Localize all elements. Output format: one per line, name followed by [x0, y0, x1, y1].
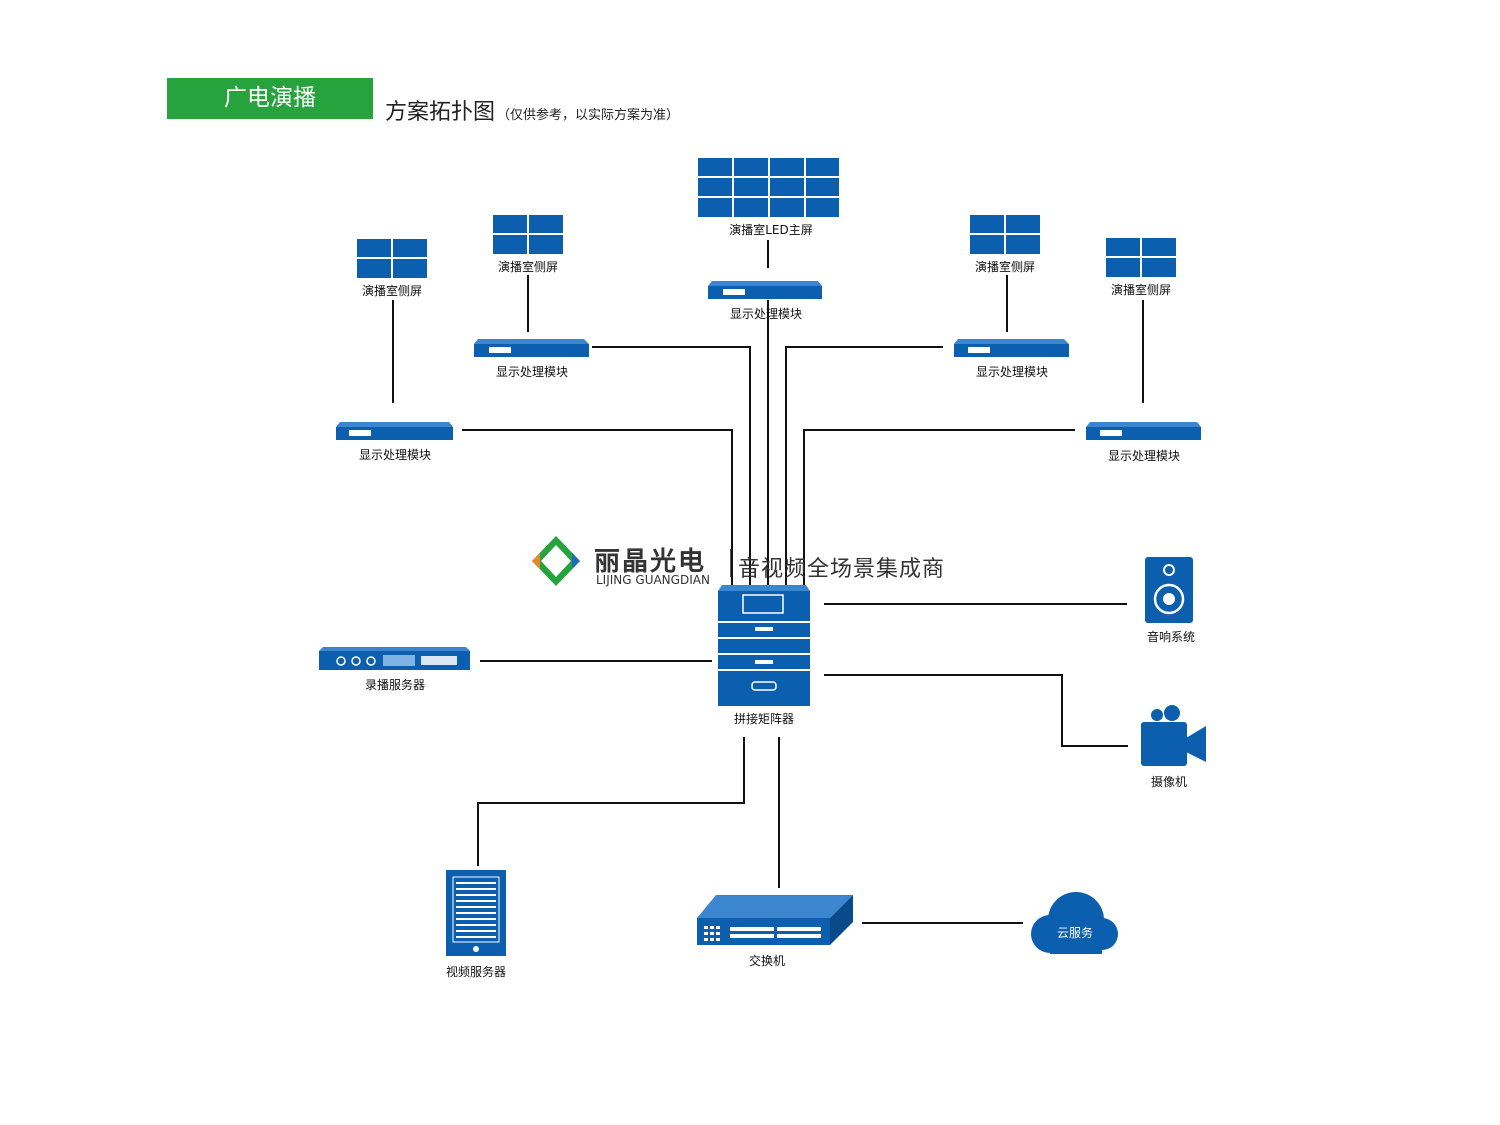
title-note: （仅供参考，以实际方案为准）	[497, 108, 680, 123]
audio-label: 音响系统	[1146, 630, 1196, 644]
processor-unit-left-lower	[336, 422, 453, 440]
side-screen-2-label: 演播室侧屏	[497, 260, 559, 274]
processor-unit-left-upper	[474, 339, 589, 357]
matrix-label: 拼接矩阵器	[733, 712, 795, 726]
connection-lines	[392, 240, 1144, 924]
proc-left-lower-label: 显示处理模块	[358, 448, 432, 462]
brand-logo-icon	[532, 536, 580, 586]
side-screen-3	[970, 215, 1040, 254]
brand-watermark: 丽晶光电 LIJING GUANGDIAN 音视频全场景集成商	[528, 533, 988, 593]
processor-unit-right-lower	[1086, 422, 1201, 440]
cloud-service-icon	[1031, 892, 1118, 954]
processor-unit-right-upper	[954, 339, 1069, 357]
side-screen-3-label: 演播室侧屏	[974, 260, 1036, 274]
brand-slogan: 音视频全场景集成商	[738, 557, 946, 582]
brand-divider	[730, 549, 731, 577]
brand-name-en: LIJING GUANGDIAN	[596, 573, 710, 587]
speaker-icon	[1145, 557, 1193, 623]
recorder-label: 录播服务器	[364, 678, 426, 692]
proc-right-upper-label: 显示处理模块	[975, 365, 1049, 379]
section-badge: 广电演播	[167, 78, 373, 119]
title-text: 方案拓扑图	[385, 100, 496, 125]
matrix-switcher-icon	[718, 585, 810, 706]
proc-right-lower-label: 显示处理模块	[1107, 449, 1181, 463]
proc-left-upper-label: 显示处理模块	[495, 365, 569, 379]
side-screen-1-label: 演播室侧屏	[361, 284, 423, 298]
cloud-label: 云服务	[1056, 926, 1094, 940]
video-server-label: 视频服务器	[445, 965, 507, 979]
switch-label: 交换机	[748, 954, 786, 968]
side-screen-4-label: 演播室侧屏	[1110, 283, 1172, 297]
camera-icon	[1141, 705, 1206, 766]
brand-name-zh: 丽晶光电	[594, 547, 707, 577]
video-server-icon	[446, 870, 506, 956]
camera-label: 摄像机	[1150, 775, 1188, 789]
recording-server-icon	[319, 647, 470, 670]
side-screen-4	[1106, 238, 1176, 277]
page-title: 方案拓扑图（仅供参考，以实际方案为准）	[385, 94, 679, 126]
led-main-label: 演播室LED主屏	[729, 223, 813, 237]
side-screen-2	[493, 215, 563, 254]
side-screen-1	[357, 239, 427, 278]
proc-center-label: 显示处理模块	[729, 307, 803, 321]
led-main-screen	[698, 158, 839, 217]
network-switch-icon	[697, 895, 853, 945]
processor-unit-center	[708, 281, 822, 299]
